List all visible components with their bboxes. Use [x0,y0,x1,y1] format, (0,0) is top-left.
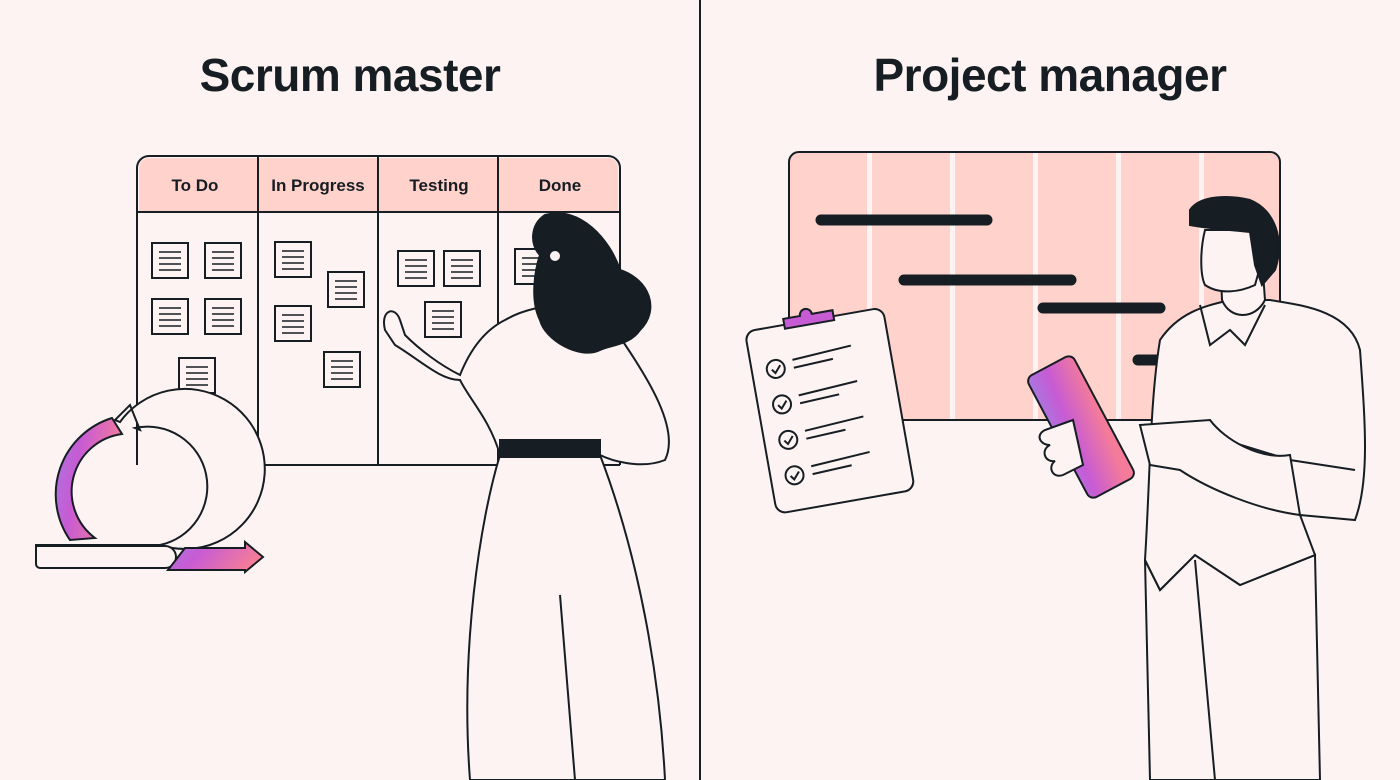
sticky-note [274,305,312,342]
scrum-master-heading: Scrum master [199,49,501,101]
sticky-note [424,301,462,338]
sticky-note [274,241,312,278]
sticky-note [178,357,216,394]
column-in-progress: In Progress [271,176,365,195]
panel-divider [699,0,701,780]
sticky-note [323,351,361,388]
scrum-master-figure [383,212,670,780]
check-icon [772,394,793,415]
checklist-clipboard-icon [745,307,915,514]
sticky-note [151,242,189,279]
column-done: Done [539,176,582,195]
sticky-note [327,271,365,308]
column-todo: To Do [172,176,219,195]
sticky-note [204,242,242,279]
sticky-note [443,250,481,287]
sticky-note [151,298,189,335]
project-manager-figure [1027,196,1366,780]
check-icon [778,429,799,450]
check-icon [784,465,805,486]
check-icon [765,358,786,379]
sticky-note [204,298,242,335]
sprint-cycle-icon [35,387,266,575]
column-testing: Testing [409,176,468,195]
sticky-note [397,250,435,287]
project-manager-heading: Project manager [873,49,1227,101]
